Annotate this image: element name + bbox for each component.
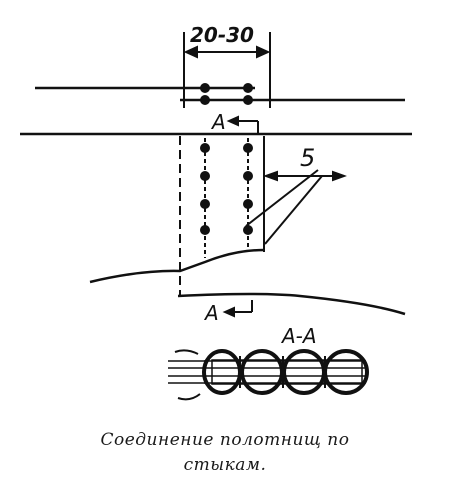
caption-line-1: Соединение полотнищ по [100, 430, 350, 450]
callout-number: 5 [300, 144, 315, 172]
callout-leaders [245, 169, 347, 245]
seam-cross-section [168, 349, 369, 401]
section-view-label: A-A [280, 324, 317, 348]
section-arrow-top [226, 115, 259, 135]
section-mark-bottom: A [203, 301, 219, 325]
top-stitch-dots [200, 83, 253, 105]
joint-strip [179, 136, 265, 296]
section-arrow-bottom [222, 300, 253, 318]
dimension-marker [183, 32, 271, 108]
stitch-dots-right [243, 143, 253, 235]
stitch-dots-left [200, 143, 210, 235]
section-mark-top: A [210, 110, 226, 134]
panel-cut-outline [89, 248, 406, 316]
dimension-label: 20-30 [190, 23, 254, 47]
top-overlap-view [35, 86, 405, 102]
caption-line-2: стыкам. [183, 455, 267, 475]
